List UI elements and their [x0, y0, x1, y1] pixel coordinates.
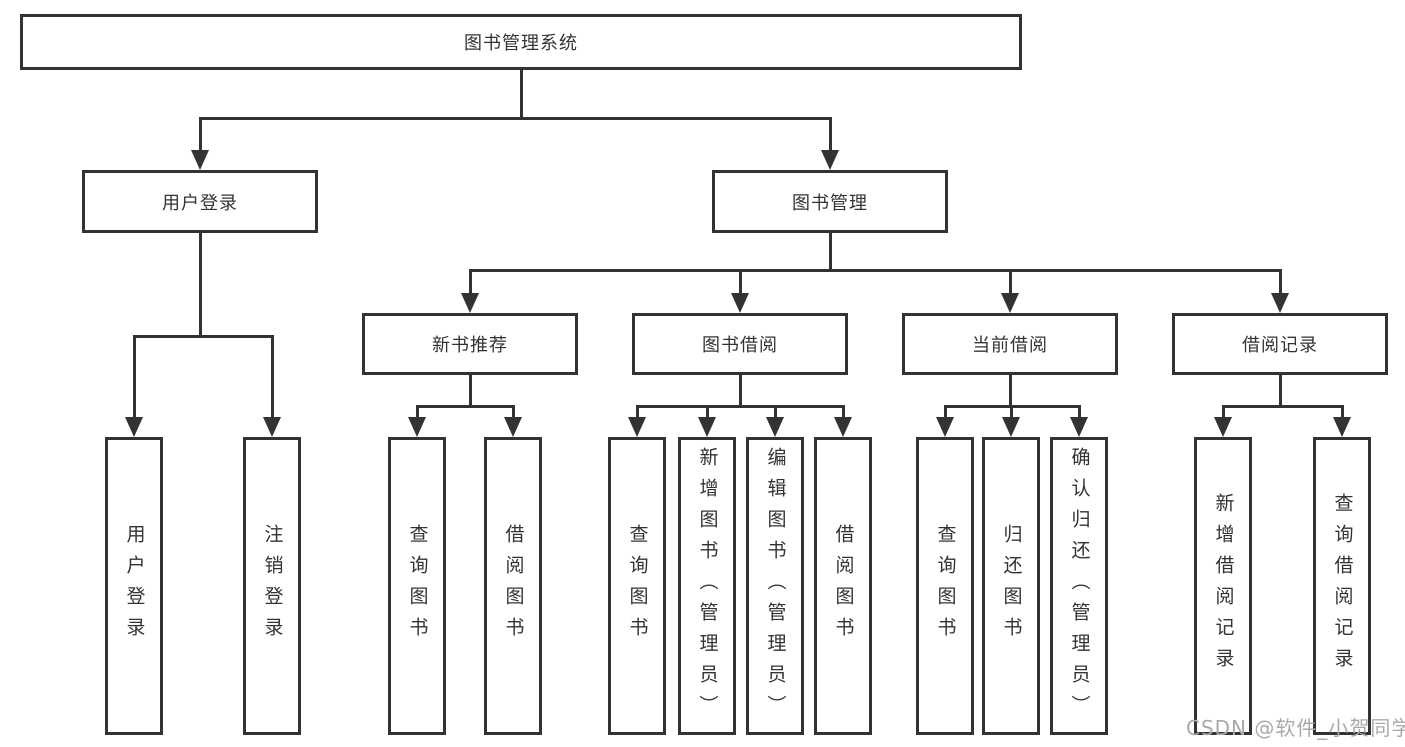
- csdn-watermark: CSDN @软件_小贺同学: [1186, 716, 1405, 740]
- connector-drop: [738, 270, 742, 295]
- connector-root-stem: [519, 70, 523, 118]
- arrowhead-down-icon: [408, 417, 426, 437]
- arrowhead-down-icon: [461, 293, 479, 313]
- leaf-current-confirm-return-admin: 确认归还（管理员）: [1050, 437, 1108, 735]
- arrowhead-down-icon: [698, 417, 716, 437]
- connector-newbook-branch: [415, 404, 515, 408]
- connector-drop: [773, 406, 777, 419]
- arrowhead-down-icon: [628, 417, 646, 437]
- connector-bookmgmt-stem: [828, 233, 832, 270]
- node-new-book-recommendation: 新书推荐: [362, 313, 578, 375]
- connector-drop: [1009, 406, 1013, 419]
- connector-bookmgmt-branch: [468, 268, 1282, 272]
- node-current-borrowing: 当前借阅: [902, 313, 1118, 375]
- connector-drop: [511, 406, 515, 419]
- connector-drop: [1278, 270, 1282, 295]
- connector-bookborrow-branch: [635, 404, 845, 408]
- connector-drop: [943, 406, 947, 419]
- leaf-borrow-edit-books-admin: 编辑图书（管理员）: [746, 437, 804, 735]
- node-book-borrowing: 图书借阅: [632, 313, 848, 375]
- arrowhead-down-icon: [1214, 417, 1232, 437]
- connector-drop: [198, 118, 202, 152]
- connector-userlogin-branch: [132, 334, 274, 338]
- arrowhead-down-icon: [504, 417, 522, 437]
- leaf-current-query-books: 查询图书: [916, 437, 974, 735]
- arrowhead-down-icon: [766, 417, 784, 437]
- node-library-system: 图书管理系统: [20, 14, 1022, 70]
- connector-drop: [1008, 270, 1012, 295]
- connector-drop: [1221, 406, 1225, 419]
- arrowhead-down-icon: [125, 417, 143, 437]
- connector-borrowrecord-branch: [1221, 404, 1344, 408]
- connector-userlogin-stem: [198, 233, 202, 336]
- connector-drop: [415, 406, 419, 419]
- arrowhead-down-icon: [834, 417, 852, 437]
- arrowhead-down-icon: [1002, 417, 1020, 437]
- leaf-newbook-borrow-books: 借阅图书: [484, 437, 542, 735]
- arrowhead-down-icon: [1271, 293, 1289, 313]
- leaf-current-return-books: 归还图书: [982, 437, 1040, 735]
- leaf-borrow-query-books: 查询图书: [608, 437, 666, 735]
- leaf-newbook-query-books: 查询图书: [388, 437, 446, 735]
- leaf-user-login: 用户登录: [105, 437, 163, 735]
- connector-root-branch: [198, 116, 832, 120]
- connector-drop: [1340, 406, 1344, 419]
- arrowhead-down-icon: [731, 293, 749, 313]
- leaf-logout: 注销登录: [243, 437, 301, 735]
- leaf-record-add-borrow-record: 新增借阅记录: [1194, 437, 1252, 735]
- connector-drop: [841, 406, 845, 419]
- connector-drop: [705, 406, 709, 419]
- connector-drop: [468, 270, 472, 295]
- leaf-borrow-borrow-books: 借阅图书: [814, 437, 872, 735]
- connector-borrowrecord-stem: [1278, 375, 1282, 406]
- connector-drop: [132, 336, 136, 419]
- leaf-borrow-add-books-admin: 新增图书（管理员）: [678, 437, 736, 735]
- arrowhead-down-icon: [1070, 417, 1088, 437]
- connector-bookborrow-stem: [738, 375, 742, 406]
- node-user-login: 用户登录: [82, 170, 318, 233]
- node-book-management: 图书管理: [712, 170, 948, 233]
- arrowhead-down-icon: [263, 417, 281, 437]
- arrowhead-down-icon: [821, 150, 839, 170]
- connector-drop: [270, 336, 274, 419]
- connector-newbook-stem: [468, 375, 472, 406]
- arrowhead-down-icon: [191, 150, 209, 170]
- connector-currentborrow-stem: [1008, 375, 1012, 406]
- node-borrowing-records: 借阅记录: [1172, 313, 1388, 375]
- connector-drop: [1077, 406, 1081, 419]
- leaf-record-query-borrow-record: 查询借阅记录: [1313, 437, 1371, 735]
- connector-drop: [828, 118, 832, 152]
- arrowhead-down-icon: [936, 417, 954, 437]
- arrowhead-down-icon: [1333, 417, 1351, 437]
- arrowhead-down-icon: [1001, 293, 1019, 313]
- connector-drop: [635, 406, 639, 419]
